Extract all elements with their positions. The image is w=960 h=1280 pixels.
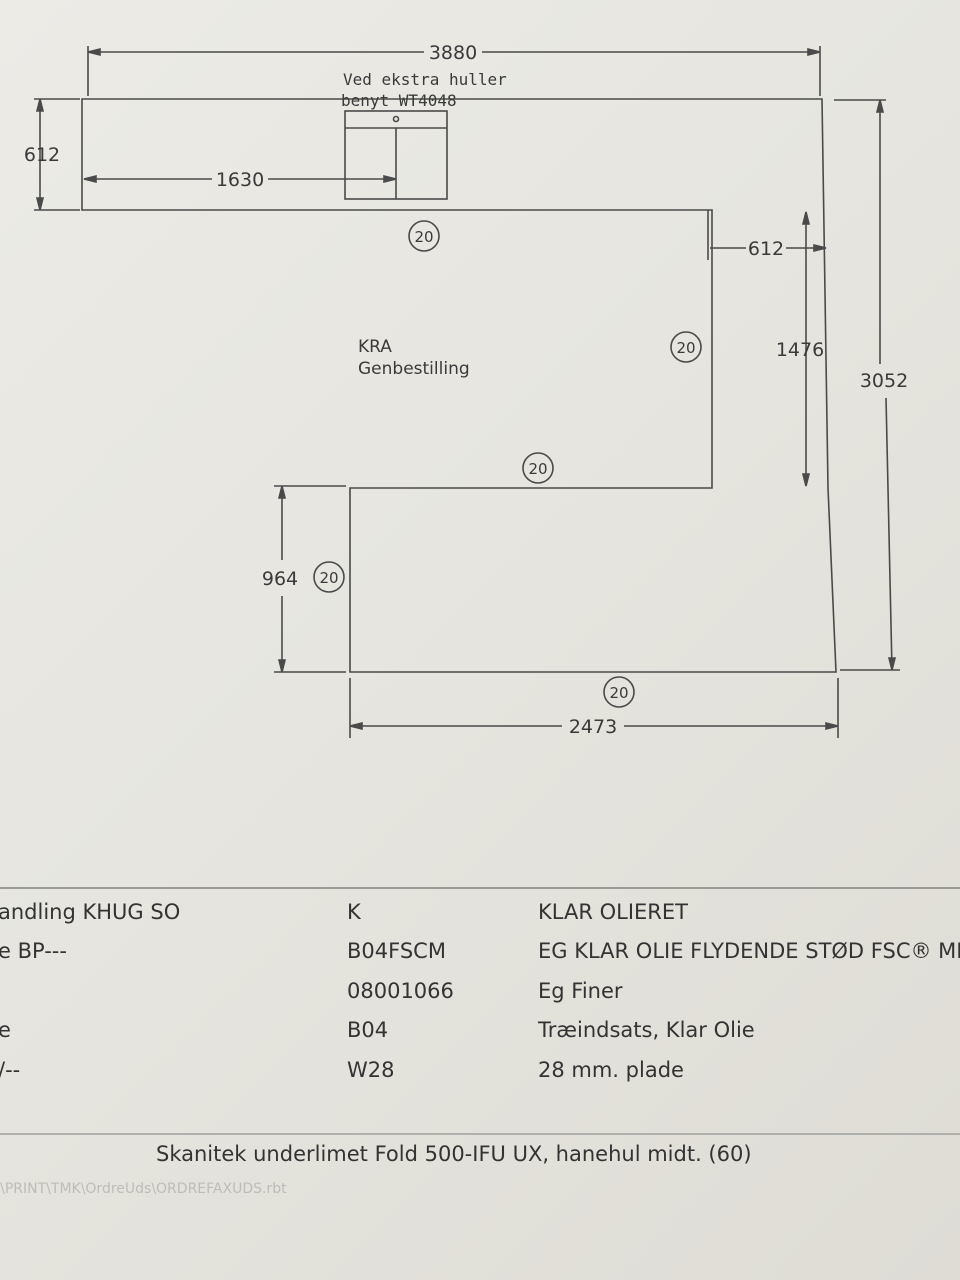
dim-total-height: 3052 bbox=[860, 370, 908, 392]
edge-marker-text: 20 bbox=[676, 339, 695, 357]
dim-return-length: 1476 bbox=[776, 339, 824, 361]
edge-marker-text: 20 bbox=[319, 569, 338, 587]
label-reorder: Genbestilling bbox=[358, 359, 470, 379]
table-bottom-rule bbox=[0, 1133, 960, 1135]
edge-circle bbox=[670, 331, 702, 363]
row-label: andling KHUG SO bbox=[0, 900, 181, 924]
note-extra-holes: Ved ekstra huller bbox=[343, 70, 507, 89]
row-description: EG KLAR OLIE FLYDENDE STØD FSC® MIX 7 bbox=[538, 939, 960, 963]
row-label: /-- bbox=[0, 1058, 21, 1082]
dim-bottom-depth: 964 bbox=[262, 568, 298, 590]
row-code: B04FSCM bbox=[347, 939, 446, 963]
edge-marker-text: 20 bbox=[609, 684, 628, 702]
row-code: W28 bbox=[347, 1058, 395, 1082]
row-description: Eg Finer bbox=[538, 979, 623, 1003]
row-description: KLAR OLIERET bbox=[538, 900, 688, 924]
note-use-part: benyt WT4048 bbox=[341, 91, 457, 110]
edge-circle bbox=[603, 676, 635, 708]
dim-top-depth: 612 bbox=[24, 144, 60, 166]
dim-bottom-width: 2473 bbox=[569, 716, 617, 738]
countertop-outline bbox=[81, 98, 837, 673]
footer-description: Skanitek underlimet Fold 500-IFU UX, han… bbox=[156, 1142, 752, 1166]
countertop-drawing: 3880 612 1630 612 1476 3052 964 2473 Ved… bbox=[24, 42, 908, 738]
dim-sink-offset: 1630 bbox=[216, 169, 264, 191]
row-code: 08001066 bbox=[347, 979, 454, 1003]
table-row: andling KHUG SO K KLAR OLIERET bbox=[0, 900, 960, 932]
row-description: Træindsats, Klar Olie bbox=[538, 1018, 755, 1042]
table-row: 08001066 Eg Finer bbox=[0, 979, 960, 1011]
edge-circle bbox=[408, 220, 440, 252]
table-row: /-- W28 28 mm. plade bbox=[0, 1058, 960, 1090]
table-top-rule bbox=[0, 887, 960, 889]
edge-circle bbox=[313, 561, 345, 593]
row-code: B04 bbox=[347, 1018, 389, 1042]
row-label: e bbox=[0, 1018, 11, 1042]
table-row: e B04 Træindsats, Klar Olie bbox=[0, 1018, 960, 1050]
file-path: I\PRINT\TMK\OrdreUds\ORDREFAXUDS.rbt bbox=[0, 1181, 287, 1197]
table-row: e BP--- B04FSCM EG KLAR OLIE FLYDENDE ST… bbox=[0, 939, 960, 971]
row-description: 28 mm. plade bbox=[538, 1058, 684, 1082]
edge-marker-text: 20 bbox=[414, 228, 433, 246]
edge-circle bbox=[522, 452, 554, 484]
dim-total-width: 3880 bbox=[429, 42, 477, 64]
edge-marker-text: 20 bbox=[528, 460, 547, 478]
label-kra: KRA bbox=[358, 337, 392, 357]
dim-return-width: 612 bbox=[748, 238, 784, 260]
row-code: K bbox=[347, 900, 361, 924]
row-label: e BP--- bbox=[0, 939, 67, 963]
